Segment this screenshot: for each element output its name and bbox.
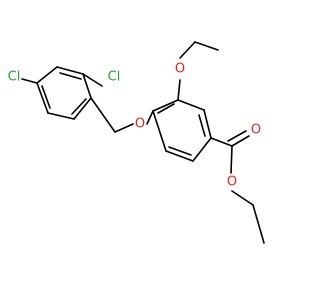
bond — [36, 66, 58, 84]
bond — [152, 110, 167, 152]
bond — [177, 99, 205, 111]
bond — [194, 41, 219, 51]
bond — [56, 66, 84, 75]
bond — [157, 103, 175, 114]
atom-labels: Cl Cl O O O O — [8, 62, 261, 190]
bond — [47, 112, 75, 120]
carbonyl-oxygen-label: O — [251, 123, 261, 138]
bond — [41, 85, 51, 109]
bond — [168, 146, 192, 156]
bond — [231, 190, 254, 206]
bond — [21, 78, 38, 84]
bond — [146, 110, 154, 125]
ether-oxygen-label: O — [135, 117, 145, 132]
bond — [114, 123, 134, 133]
chlorine-label: Cl — [8, 70, 21, 85]
bond — [71, 98, 87, 115]
bond — [36, 82, 49, 114]
bond — [252, 204, 265, 244]
bond — [192, 137, 212, 162]
bond — [73, 97, 92, 120]
ester-oxygen-label: O — [227, 175, 237, 190]
bond — [59, 72, 82, 80]
chlorine-label: Cl — [108, 70, 121, 85]
bond — [82, 73, 92, 99]
bonds — [21, 41, 265, 244]
bond — [230, 145, 233, 174]
bond — [177, 79, 181, 101]
bond — [165, 150, 194, 162]
bond — [203, 109, 212, 139]
bond — [179, 41, 196, 59]
bond — [198, 114, 206, 137]
bond — [210, 137, 233, 147]
ethoxy-oxygen-label: O — [175, 62, 185, 77]
bond — [82, 73, 103, 87]
bond — [231, 135, 250, 147]
bond — [227, 130, 247, 142]
bond — [90, 97, 116, 133]
molecule-diagram: Cl Cl O O O O — [8, 41, 265, 244]
bond — [152, 99, 179, 112]
